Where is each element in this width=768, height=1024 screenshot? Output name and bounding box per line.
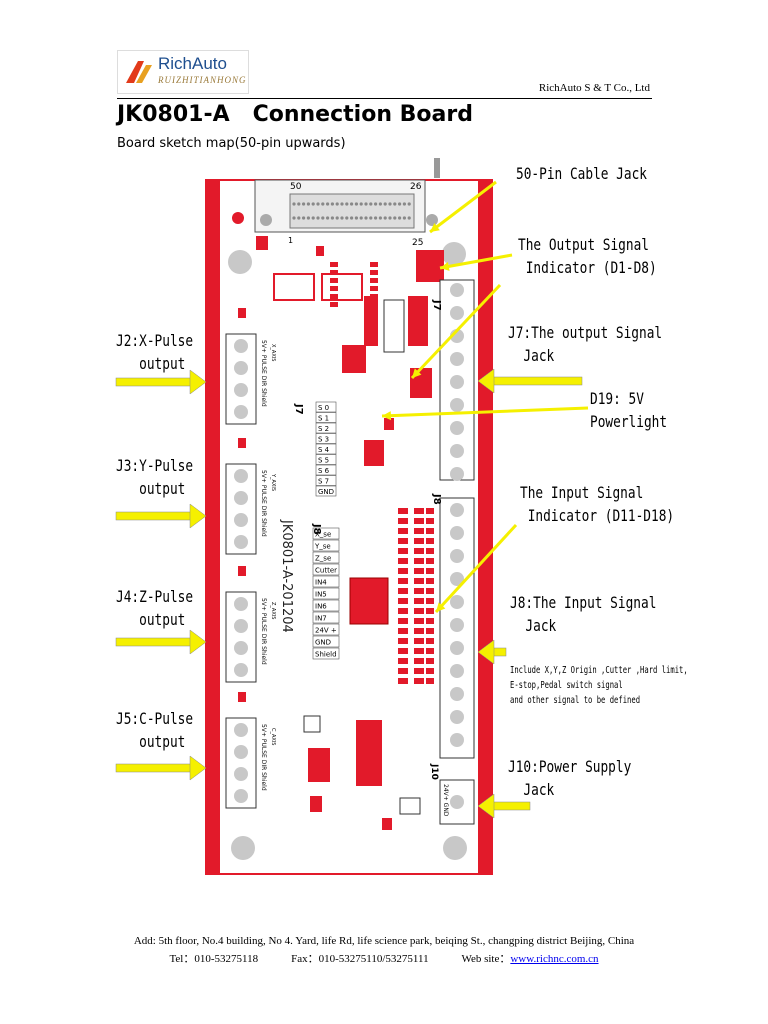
callout-j5: J5:C-Pulse output — [116, 709, 194, 751]
pin-label-26: 26 — [410, 182, 422, 192]
j8-label: J8 — [431, 493, 442, 505]
j7-table-title: J7 — [293, 403, 304, 415]
page-title: JK0801-A Connection Board — [117, 102, 473, 127]
pin-label-25: 25 — [412, 238, 423, 248]
j8-pin-label: Y_se — [314, 543, 331, 551]
pulse-pin-labels: 5V+ PULSE DIR Shield — [260, 470, 267, 537]
j7-pin-label: S 6 — [318, 467, 330, 475]
callout-j7: J7:The output Signal Jack — [508, 323, 663, 365]
j7-pin-label: S 2 — [318, 425, 329, 433]
board-diagram: 50 26 25 1 J7 J8 J10 24V+ GND S 0 S 1 S 2 S… — [115, 158, 589, 875]
pin-label-1: 1 — [288, 236, 293, 245]
footer-web-label: Web site： — [461, 953, 511, 965]
footer-address: Add: 5th floor, No.4 building, No 4. Yar… — [133, 935, 635, 947]
output-indicator-leds — [416, 250, 444, 282]
j8-pin-label: Cutter — [315, 567, 337, 575]
callout-j3: J3:Y-Pulse output — [116, 456, 194, 498]
pulse-pin-labels: 5V+ PULSE DIR Shield — [260, 724, 267, 791]
j8-pin-label: 24V + — [315, 627, 337, 635]
pulse-pin-labels: 5V+ PULSE DIR Shield — [260, 340, 267, 407]
callout-d19: D19: 5V Powerlight — [590, 389, 668, 431]
logo-name: RichAuto — [158, 54, 227, 73]
j7-pin-label: S 3 — [318, 436, 329, 444]
mount-hole — [443, 836, 467, 860]
j7-pin-label: S 5 — [318, 457, 329, 465]
j7-label: J7 — [431, 299, 442, 311]
j8-pin-label: IN6 — [315, 603, 327, 611]
j7-pin-label: S 0 — [318, 404, 329, 412]
footer-web-link[interactable]: www.richnc.com.cn — [510, 953, 599, 965]
axis-label: X_AXIS — [270, 344, 276, 361]
board-left-edge — [206, 180, 220, 874]
header-divider — [117, 98, 652, 99]
j8-pin-label: X_se — [315, 531, 331, 539]
j8-pin-label: IN5 — [315, 591, 327, 599]
callout-j10: J10:Power Supply Jack — [508, 757, 632, 799]
pulse-pin-labels: 5V+ PULSE DIR Shield — [260, 598, 267, 665]
j8-table-title: J8 — [311, 523, 322, 535]
callout-cable-jack: 50-Pin Cable Jack — [516, 164, 648, 183]
j7-pin-label: S 1 — [318, 415, 329, 423]
callout-output-indicator: The Output Signal Indicator (D1-D8) — [518, 235, 657, 277]
callout-j2: J2:X-Pulse output — [116, 331, 194, 373]
board-name: JK0801-A-201204 — [279, 519, 294, 633]
j7-pin-label: S 7 — [318, 478, 329, 486]
j8-pin-label: Z_se — [315, 555, 331, 563]
j7-pin-label: GND — [318, 488, 334, 496]
callout-j4: J4:Z-Pulse output — [116, 587, 194, 629]
j10-label: J10 — [429, 763, 439, 780]
logo-mark-icon — [126, 61, 152, 83]
footer-fax: Fax：010-53275110/53275111 — [291, 953, 429, 965]
board-right-edge — [478, 180, 492, 874]
page-subtitle: Board sketch map(50-pin upwards) — [117, 136, 346, 151]
axis-label: Z_AXIS — [270, 602, 276, 619]
callout-j8-note: Include X,Y,Z Origin ,Cutter ,Hard limit… — [510, 665, 688, 706]
power-led — [232, 212, 244, 224]
company-name: RichAuto S & T Co., Ltd — [538, 82, 650, 94]
j7-pin-label: S 4 — [318, 446, 330, 454]
callout-input-indicator: The Input Signal Indicator (D11-D18) — [520, 483, 675, 525]
j8-pin-label: IN4 — [315, 579, 327, 587]
pin-label-50: 50 — [290, 182, 302, 192]
footer-contact: Tel：010-53275118 Fax：010-53275110/532751… — [0, 950, 768, 966]
axis-label: C_AXIS — [270, 728, 276, 746]
logo-subtitle: RUIZHITIANHONG — [158, 75, 247, 85]
j8-pin-label: GND — [315, 639, 331, 647]
j8-pin-label: Shield — [315, 651, 337, 659]
j8-pin-label: IN7 — [315, 615, 327, 623]
company-logo: RichAuto RUIZHITIANHONG — [117, 50, 249, 94]
callout-j8: J8:The Input Signal Jack — [510, 593, 657, 635]
mount-hole — [231, 836, 255, 860]
mount-hole — [442, 242, 466, 266]
footer-tel: Tel：010-53275118 — [169, 953, 259, 965]
axis-label: Y_AXIS — [270, 473, 276, 491]
j10-pins: 24V+ GND — [442, 784, 449, 817]
mount-hole — [228, 250, 252, 274]
